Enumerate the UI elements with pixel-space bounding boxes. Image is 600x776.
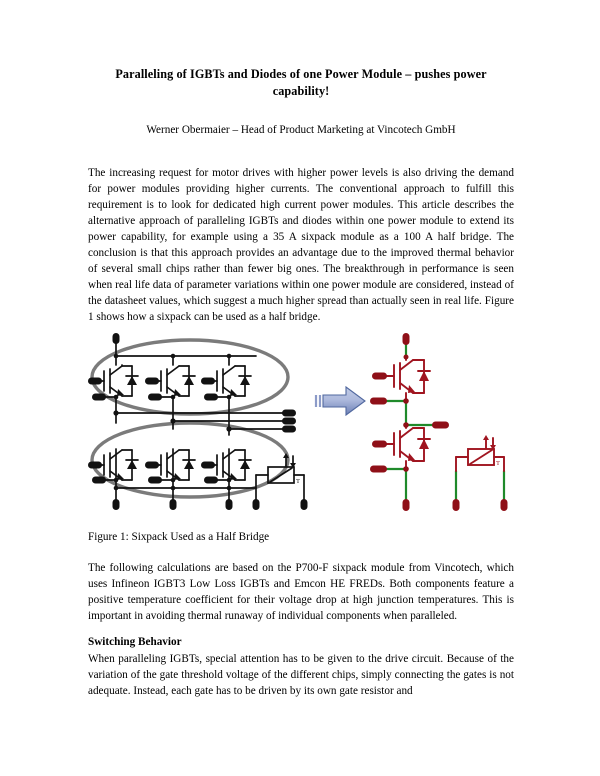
gate-pad-top-2	[145, 377, 159, 385]
gate-pad-bottom-2	[145, 461, 159, 469]
thermistor-label-right: T	[496, 460, 500, 467]
igbt-top-2	[148, 365, 196, 398]
sense-pad-high-side	[370, 397, 387, 405]
ac-pad-2	[282, 417, 296, 425]
sense-pad-top-3	[204, 393, 218, 401]
section-heading-switching-behavior: Switching Behavior	[88, 636, 182, 649]
thermistor-right	[455, 435, 505, 473]
gate-pad-high-side	[372, 372, 387, 380]
terminal-ntc-2	[300, 499, 308, 511]
grouping-ellipse-top	[90, 338, 290, 417]
document-content: Paralleling of IGBTs and Diodes of one P…	[88, 0, 514, 699]
igbt-high-side	[379, 356, 431, 403]
grouping-ellipse-bottom	[90, 421, 290, 500]
half-bridge-schematic	[379, 356, 505, 473]
terminal-dc-minus-1	[112, 499, 120, 511]
junction-dots-left	[113, 354, 232, 491]
terminal-pads-left	[88, 333, 308, 511]
terminal-ntc-right-2	[500, 499, 508, 512]
half-bridge-wires	[382, 340, 506, 505]
ac-pad-3	[282, 425, 296, 433]
page-title: Paralleling of IGBTs and Diodes of one P…	[115, 67, 487, 99]
figure-1-sixpack-half-bridge: T	[88, 325, 514, 530]
gate-pad-low-side	[372, 440, 387, 448]
igbt-top-1	[91, 364, 139, 398]
terminal-ntc-right-1	[452, 499, 460, 512]
sense-pad-top-1	[92, 393, 106, 401]
ac-pad-right	[432, 421, 449, 429]
terminal-dc-minus-2	[169, 499, 177, 511]
junction-dots-right	[403, 354, 409, 473]
terminal-dc-minus-right	[402, 499, 410, 512]
gate-pad-top-1	[88, 377, 102, 385]
gate-pad-bottom-3	[201, 461, 215, 469]
terminal-pads-right	[370, 333, 508, 512]
terminal-dc-plus	[112, 333, 120, 345]
figure-caption: Figure 1: Sixpack Used as a Half Bridge	[88, 531, 270, 544]
thermistor-label-left: T	[296, 478, 300, 485]
sense-pad-bottom-1	[92, 476, 106, 484]
paragraph-intro: The increasing request for motor drives …	[88, 167, 514, 324]
sense-pad-low-side	[370, 465, 387, 473]
terminal-dc-minus-3	[225, 499, 233, 511]
sense-pad-bottom-2	[148, 476, 162, 484]
terminal-dc-plus-right	[402, 333, 410, 346]
paragraph-calculations: The following calculations are based on …	[88, 562, 514, 623]
paragraph-switching: When paralleling IGBTs, special attentio…	[88, 652, 514, 697]
terminal-ntc-1	[252, 499, 260, 511]
sense-pad-top-2	[148, 393, 162, 401]
transform-arrow	[314, 386, 366, 417]
gate-pad-bottom-1	[88, 461, 102, 469]
ac-pad-1	[282, 409, 296, 417]
igbt-low-side	[379, 424, 431, 471]
gate-pad-top-3	[201, 377, 215, 385]
sense-pad-bottom-3	[204, 476, 218, 484]
author-byline: Werner Obermaier – Head of Product Marke…	[146, 123, 456, 136]
